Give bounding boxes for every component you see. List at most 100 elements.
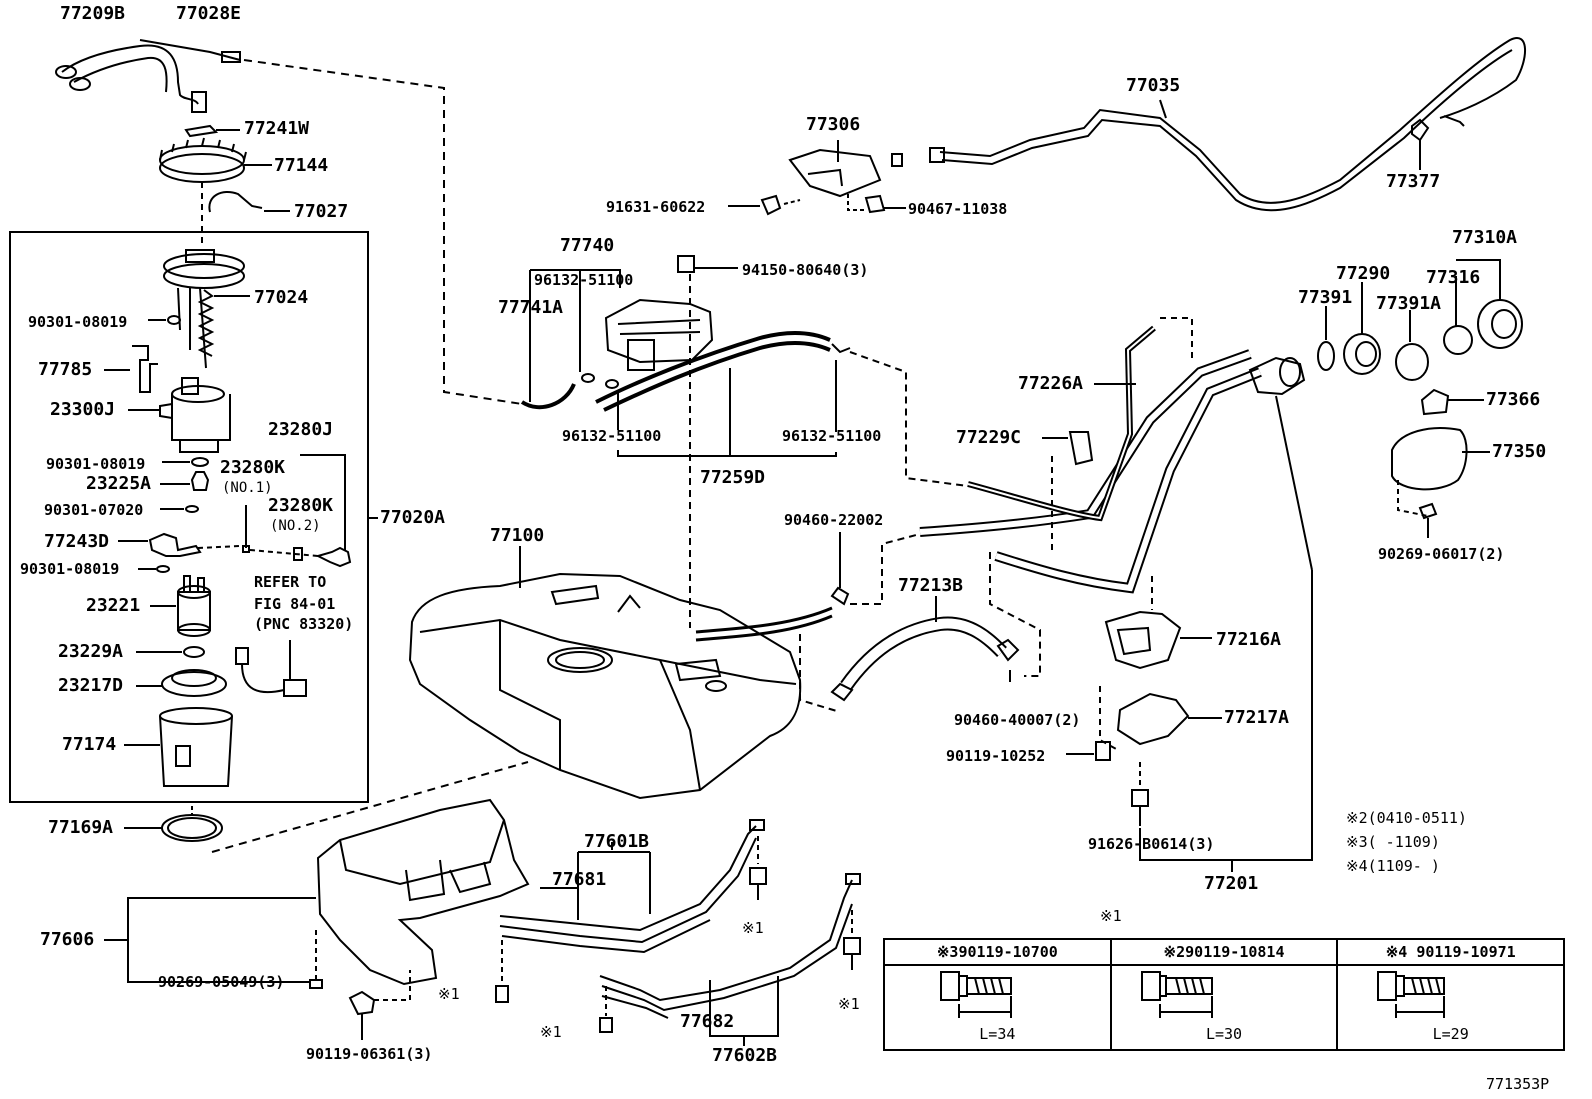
part-label-77350: 77350 — [1492, 441, 1547, 462]
part-label-77217a: 77217A — [1224, 707, 1290, 728]
bolt-mark-1b: ※1 — [438, 985, 460, 1003]
bolt-table-head-2: ※290119-10814 — [1111, 940, 1337, 966]
part-label-77241w: 77241W — [244, 118, 310, 139]
part-label-90460-22002: 90460-22002 — [784, 511, 884, 529]
bolt-mark-1a: ※1 — [742, 919, 764, 937]
part-label-90467-11038: 90467-11038 — [908, 200, 1008, 218]
part-label-90301-08019-b: 90301-08019 — [46, 455, 146, 473]
bolt-table-col-2: ※290119-10814 L=30 — [1111, 940, 1339, 1049]
part-label-77785: 77785 — [38, 359, 93, 380]
fuel-pump-23221 — [177, 575, 211, 637]
part-label-77100: 77100 — [490, 525, 545, 546]
part-label-23217d: 23217D — [58, 675, 124, 696]
part-label-77310a: 77310A — [1452, 227, 1518, 248]
bolt-table-head-3: ※4 90119-10971 — [1338, 940, 1564, 966]
part-label-77391: 77391 — [1298, 287, 1353, 308]
part-label-90301-08019-c: 90301-08019 — [20, 560, 120, 578]
part-label-90460-40007: 90460-40007(2) — [954, 711, 1081, 729]
charcoal-canister-77740 — [604, 298, 714, 371]
part-label-77682: 77682 — [680, 1011, 735, 1032]
bolt-table-col-1: ※390119-10700 L=34 — [885, 940, 1112, 1049]
part-label-91626-b0614: 91626-B0614(3) — [1088, 835, 1215, 853]
part-label-77213b: 77213B — [898, 575, 964, 596]
bolt-table-head-1: ※390119-10700 — [885, 940, 1110, 966]
part-label-77216a: 77216A — [1216, 629, 1282, 650]
part-label-77290: 77290 — [1336, 263, 1391, 284]
part-label-77028e: 77028E — [176, 3, 242, 24]
part-label-77601b: 77601B — [584, 831, 650, 852]
bolt-icon-2 — [1140, 971, 1213, 1018]
fuel-sender-gauge-77024 — [163, 249, 245, 369]
filler-pipe-77201 — [919, 325, 1306, 594]
refer-note-line1: REFER TO — [254, 573, 327, 591]
part-label-77259d: 77259D — [700, 467, 766, 488]
part-label-23280j: 23280J — [268, 419, 334, 440]
part-label-23280k-2: 23280K — [268, 495, 334, 516]
part-label-77174: 77174 — [62, 734, 117, 755]
part-label-77366: 77366 — [1486, 389, 1541, 410]
refer-note-line2: FIG 84-01 — [254, 595, 336, 613]
bolt-icon-1 — [940, 971, 1012, 1018]
tank-band-77601b — [499, 819, 765, 954]
part-label-90301-07020: 90301-07020 — [44, 501, 144, 519]
part-label-23280k-1-sub: (NO.1) — [222, 480, 273, 496]
part-label-77169a: 77169A — [48, 817, 114, 838]
note-3: ※3( -1109) — [1346, 833, 1440, 851]
fuel-filter-23300j — [159, 377, 231, 453]
part-label-77209b: 77209B — [60, 3, 126, 24]
bolt-table-len-1: L=34 — [979, 1025, 1016, 1043]
part-label-77229c: 77229C — [956, 427, 1022, 448]
part-label-77681: 77681 — [552, 869, 607, 890]
part-label-77377: 77377 — [1386, 171, 1441, 192]
part-label-77024: 77024 — [254, 287, 309, 308]
part-label-96132-51100-b: 96132-51100 — [562, 427, 662, 445]
part-label-77306: 77306 — [806, 114, 861, 135]
bolt-mark-1c: ※1 — [838, 995, 860, 1013]
part-label-77035: 77035 — [1126, 75, 1181, 96]
bracket-77216a — [1104, 610, 1182, 670]
bolt-table-len-3: L=29 — [1432, 1025, 1469, 1043]
part-label-90269-05049: 90269-05049(3) — [158, 973, 285, 991]
part-label-77226a: 77226A — [1018, 373, 1084, 394]
part-label-91631-60622: 91631-60622 — [606, 198, 706, 216]
bolt-table-col-3: ※4 90119-10971 L=29 — [1338, 940, 1564, 1049]
part-label-77020a: 77020A — [380, 507, 446, 528]
bolt-icon-3 — [1377, 971, 1446, 1018]
part-label-23300j: 23300J — [50, 399, 116, 420]
part-label-90119-10252: 90119-10252 — [946, 747, 1046, 765]
part-label-77201: 77201 — [1204, 873, 1259, 894]
part-label-90301-08019-a: 90301-08019 — [28, 313, 128, 331]
part-label-77027: 77027 — [294, 201, 349, 222]
cap-ring-77290 — [1343, 333, 1381, 375]
refer-note-line3: (PNC 83320) — [254, 615, 354, 633]
bracket-77306 — [788, 148, 882, 198]
retainer-ring-77144 — [159, 137, 247, 183]
fuel-tank-77100 — [408, 572, 802, 800]
part-label-77602b: 77602B — [712, 1045, 778, 1066]
bolt-mark-1d: ※1 — [540, 1023, 562, 1041]
tank-band-77602b — [599, 873, 861, 1019]
part-label-77740: 77740 — [560, 235, 615, 256]
part-label-90119-06361: 90119-06361(3) — [306, 1045, 433, 1063]
part-label-23280k-2-sub: (NO.2) — [270, 518, 321, 534]
part-label-96132-51100-c: 96132-51100 — [782, 427, 882, 445]
part-label-77316: 77316 — [1426, 267, 1481, 288]
part-label-23221: 23221 — [86, 595, 141, 616]
part-label-90269-06017: 90269-06017(2) — [1378, 545, 1505, 563]
dashed-guide-1 — [243, 59, 523, 405]
part-label-77606: 77606 — [40, 929, 95, 950]
bolt-table-len-2: L=30 — [1205, 1025, 1243, 1043]
part-label-77243d: 77243D — [44, 531, 110, 552]
part-label-77391a: 77391A — [1376, 293, 1442, 314]
part-label-23229a: 23229A — [58, 641, 124, 662]
part-label-94150-80640: 94150-80640(3) — [742, 261, 869, 279]
part-label-77144: 77144 — [274, 155, 329, 176]
tank-undercover-77606 — [316, 798, 530, 986]
fuel-door-opener-cable-77035 — [891, 37, 1527, 212]
figure-id: 771353P — [1486, 1075, 1550, 1093]
bolt-table: ※390119-10700 L=34 ※290119-10814 L=30 ※4… — [883, 938, 1565, 1051]
note-4: ※4(1109- ) — [1346, 857, 1440, 875]
part-label-96132-51100-a: 96132-51100 — [534, 271, 634, 289]
part-label-23225a: 23225A — [86, 473, 152, 494]
